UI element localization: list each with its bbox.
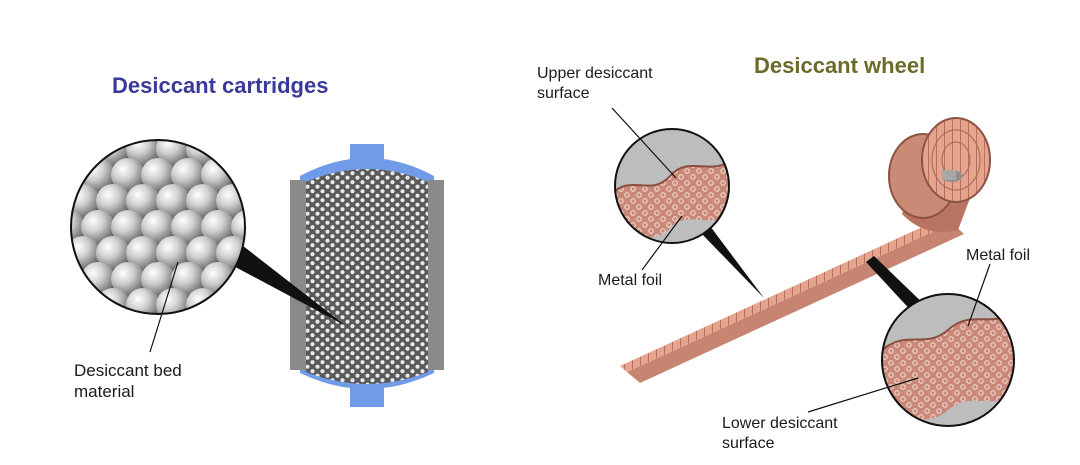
bead-sphere [96,236,130,270]
zoom-pointer-upper [700,226,764,298]
bead-sphere [96,184,130,218]
bead-sphere [71,210,85,244]
cartridge-bed [306,169,428,384]
label-desiccant-bed-material: Desiccant bed material [74,360,182,403]
label-line: surface [722,435,775,452]
bead-sphere [201,210,235,244]
label-line: material [74,382,135,402]
bead-sphere [111,158,145,192]
bead-sphere [171,262,205,296]
bead-sphere [141,158,175,192]
label-line: Lower desiccant [722,415,838,432]
cartridge-bottom-cap [350,387,384,407]
cartridge-left-wall [290,180,306,370]
bead-sphere [126,184,160,218]
bead-sphere [141,106,175,140]
leader-bed-material [149,261,179,353]
bead-sphere [141,314,175,348]
title-desiccant-cartridges: Desiccant cartridges [112,73,329,98]
leader-metal-foil-right [967,263,991,327]
bead-sphere [186,184,220,218]
bead-sphere [81,210,115,244]
cartridge-right-wall [428,180,444,370]
label-line: surface [537,85,590,102]
bead-sphere [141,262,175,296]
label-lower-desiccant-surface: Lower desiccant surface [722,414,838,454]
zoom-pointer-left [226,242,346,326]
bead-sphere [156,184,190,218]
zoom-circle-upper [614,128,730,244]
zoom-pointer-lower [866,256,930,316]
bead-sphere [126,236,160,270]
bead-sphere [126,288,160,314]
leader-upper-surface [611,107,677,179]
bead-sphere [111,262,145,296]
cartridge [290,144,444,407]
leader-lower-surface [807,377,919,413]
bead-sphere [141,210,175,244]
label-line: Upper desiccant [537,65,653,82]
label-metal-foil-right: Metal foil [966,247,1031,264]
bead-sphere [171,210,205,244]
zoom-circle-bed [70,106,246,348]
label-metal-foil-left: Metal foil [598,272,663,289]
bead-sphere [171,158,205,192]
desiccant-wheel [888,117,991,232]
label-upper-desiccant-surface: Upper desiccant surface [537,64,653,104]
zoom-circle-lower [881,293,1015,427]
leader-metal-foil-left [641,215,683,271]
bead-sphere [186,236,220,270]
bead-sphere [111,210,145,244]
label-line: Desiccant bed [74,361,182,380]
title-desiccant-wheel: Desiccant wheel [754,53,926,78]
bead-sphere [156,236,190,270]
bead-sphere [231,210,245,244]
